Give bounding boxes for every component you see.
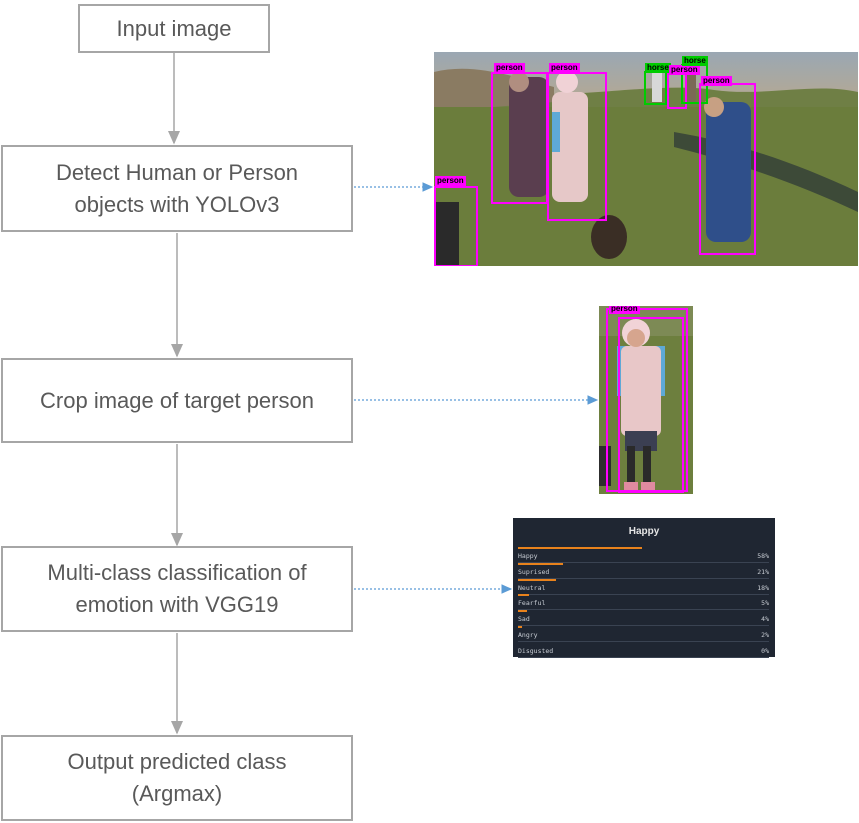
emotion-bar bbox=[518, 547, 642, 549]
emotion-bar bbox=[518, 610, 527, 613]
emotion-percent: 2% bbox=[761, 631, 769, 639]
emotion-percent: 18% bbox=[757, 583, 769, 592]
emotion-row-happy: Happy 58% bbox=[518, 547, 769, 563]
step-detect-yolov3: Detect Human or Person objects with YOLO… bbox=[1, 145, 353, 232]
emotion-label: Neutral bbox=[518, 583, 546, 592]
emotion-row-divider bbox=[518, 656, 769, 658]
step-input-image-label: Input image bbox=[116, 15, 232, 41]
emotion-label: Disgusted bbox=[518, 646, 554, 655]
emotion-percent: 5% bbox=[761, 599, 769, 608]
step-classify-label: Multi-class classification of emotion wi… bbox=[47, 560, 307, 617]
emotion-percent: 0% bbox=[761, 646, 769, 655]
emotion-row-divider bbox=[518, 609, 769, 611]
emotion-label: Angry bbox=[518, 631, 538, 639]
detection-scene bbox=[434, 52, 858, 266]
emotion-row-divider bbox=[518, 625, 769, 627]
det-label-person-2: person bbox=[549, 63, 580, 73]
cropped-person-photo: person bbox=[599, 306, 693, 494]
det-label-person-5: person bbox=[435, 176, 466, 186]
emotion-row-disgusted: Disgusted 0% bbox=[518, 642, 769, 658]
det-label-person-1: person bbox=[494, 63, 525, 73]
step-crop-image: Crop image of target person bbox=[1, 358, 353, 443]
step-input-image: Input image bbox=[78, 4, 270, 53]
step-output-argmax: Output predicted class (Argmax) bbox=[1, 735, 353, 821]
detection-photo: person person horse person horse person … bbox=[434, 52, 858, 266]
emotion-percent: 4% bbox=[761, 615, 769, 624]
emotion-label: Happy bbox=[518, 552, 538, 560]
step-output-label: Output predicted class (Argmax) bbox=[67, 749, 287, 806]
emotion-row-neutral: Neutral 18% bbox=[518, 578, 769, 595]
emotion-bar bbox=[518, 562, 563, 565]
step-classify-vgg19: Multi-class classification of emotion wi… bbox=[1, 546, 353, 632]
cropped-scene bbox=[599, 306, 693, 494]
emotion-row-divider bbox=[518, 593, 769, 595]
emotion-bar bbox=[518, 626, 523, 628]
emotion-percent: 21% bbox=[757, 567, 769, 576]
emotion-row-angry: Angry 2% bbox=[518, 626, 769, 642]
emotion-row-divider bbox=[518, 577, 769, 579]
emotion-panel-title: Happy bbox=[628, 526, 660, 537]
emotion-row-fearful: Fearful 5% bbox=[518, 594, 769, 611]
emotion-bar bbox=[518, 578, 557, 581]
emotion-label: Sad bbox=[518, 615, 530, 624]
det-label-horse-2: horse bbox=[682, 56, 708, 66]
emotion-row-divider bbox=[518, 562, 769, 563]
emotion-row-suprised: Suprised 21% bbox=[518, 562, 769, 579]
det-label-person-4: person bbox=[701, 76, 732, 86]
emotion-row-sad: Sad 4% bbox=[518, 610, 769, 627]
det-label-horse-1: horse bbox=[645, 63, 671, 73]
step-crop-label: Crop image of target person bbox=[40, 387, 314, 413]
crop-det-label: person bbox=[609, 306, 640, 314]
emotion-probability-panel: Happy Happy 58% Suprised 21% Neutral 18% Fearf… bbox=[513, 518, 775, 658]
emotion-bar bbox=[518, 594, 529, 597]
step-detect-label: Detect Human or Person objects with YOLO… bbox=[55, 159, 299, 217]
emotion-percent: 58% bbox=[757, 552, 769, 560]
emotion-row-divider bbox=[518, 641, 769, 642]
emotion-label: Suprised bbox=[518, 567, 550, 576]
det-label-person-3: person bbox=[669, 65, 700, 75]
emotion-label: Fearful bbox=[518, 599, 546, 608]
